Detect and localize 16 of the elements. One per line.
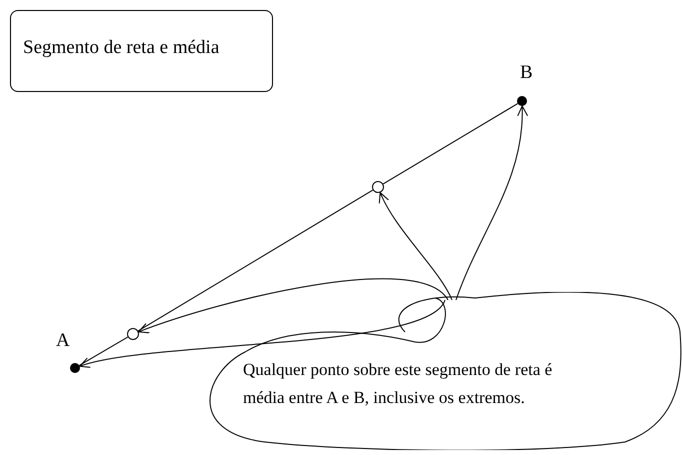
title-text: Segmento de reta e média	[23, 37, 220, 59]
curved-arrow	[79, 300, 446, 369]
callout-text: Qualquer ponto sobre este segmento de reta é média entre A e B, inclusive os extremos.	[243, 359, 554, 409]
line-segment	[78, 336, 128, 366]
title-box	[10, 10, 273, 92]
point-dot	[70, 363, 80, 373]
curved-arrow	[379, 192, 452, 300]
point-label: A	[56, 330, 70, 352]
hollow-point	[372, 181, 384, 193]
point-dot	[517, 96, 527, 106]
curved-arrow	[456, 106, 528, 300]
line-segment	[138, 190, 374, 332]
point-label: B	[520, 62, 533, 84]
line-segment	[382, 103, 518, 184]
hollow-point	[127, 328, 139, 340]
curved-arrow	[138, 278, 448, 334]
